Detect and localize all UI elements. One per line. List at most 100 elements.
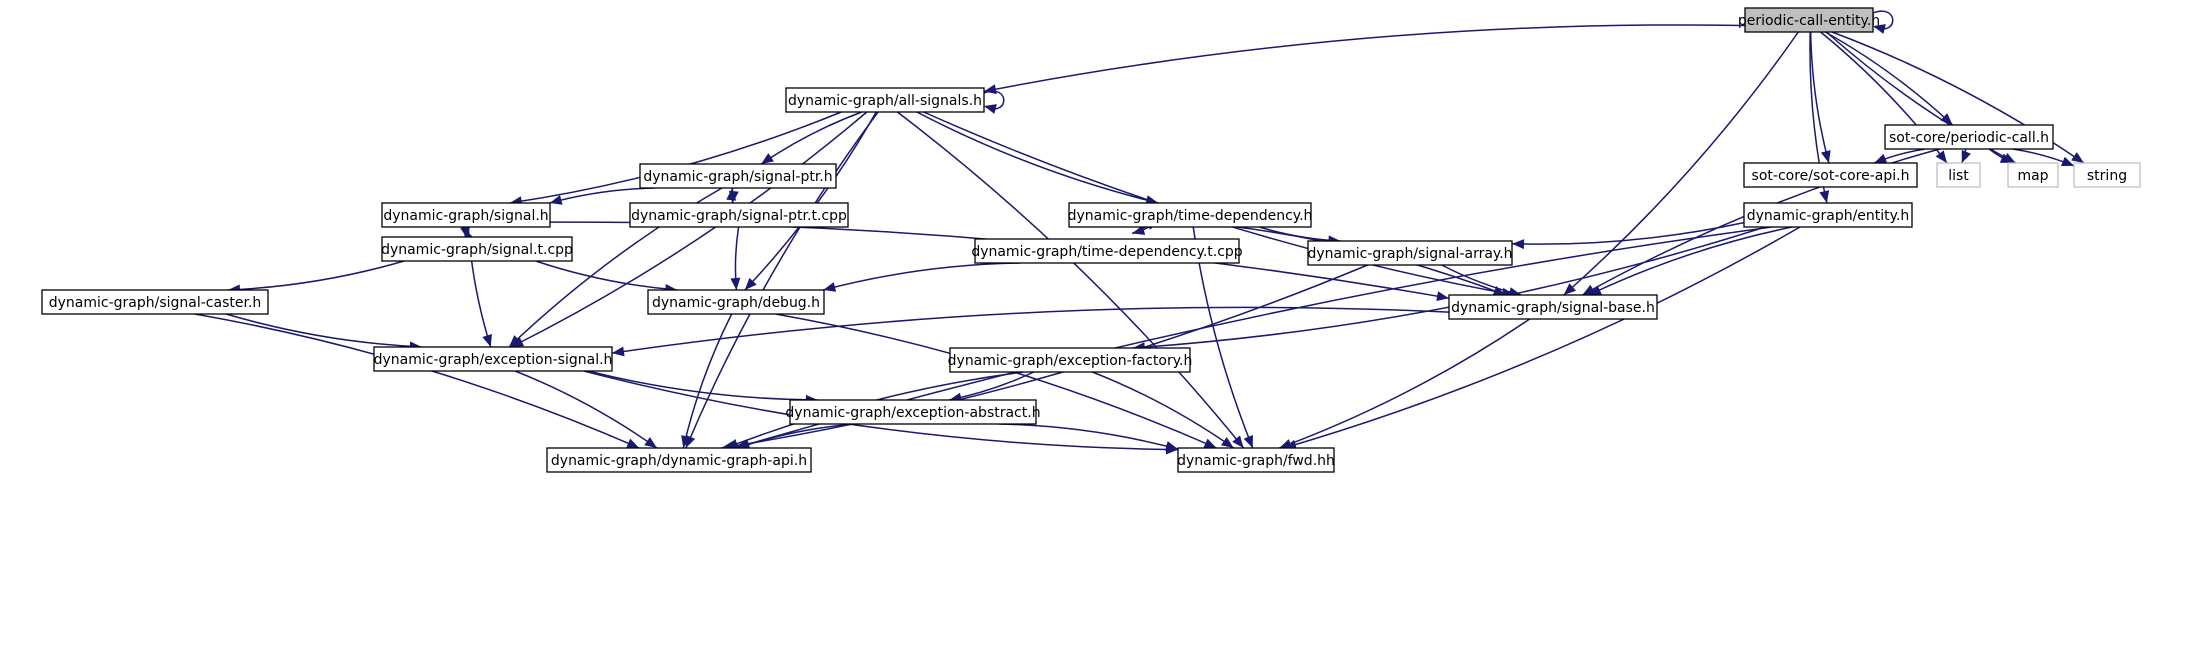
edge-debug-to-dgapi xyxy=(681,313,733,449)
node-box xyxy=(2073,162,2141,188)
node-dgapi[interactable]: dynamic-graph/dynamic-graph-api.h xyxy=(546,447,812,473)
edge-sigptrt-to-sigptr xyxy=(726,188,737,204)
node-label: dynamic-graph/exception-factory.h xyxy=(948,353,1193,369)
node-sigptr[interactable]: dynamic-graph/signal-ptr.h xyxy=(639,163,837,189)
edge-arrowhead xyxy=(549,195,563,205)
node-sigbase[interactable]: dynamic-graph/signal-base.h xyxy=(1448,294,1658,320)
node-excabs[interactable]: dynamic-graph/exception-abstract.h xyxy=(785,399,1041,425)
edge-line xyxy=(1563,31,1799,296)
edge-arrowhead xyxy=(681,435,691,448)
edge-sigcast-to-excsig xyxy=(225,313,422,352)
edge-pce-to-sigbase xyxy=(1563,31,1799,296)
edge-pce-to-sotapi xyxy=(1809,31,1831,164)
node-excfac[interactable]: dynamic-graph/exception-factory.h xyxy=(948,347,1193,373)
edge-excsig-to-excabs xyxy=(587,370,818,405)
edge-arrowhead xyxy=(1165,441,1178,451)
node-excsig[interactable]: dynamic-graph/exception-signal.h xyxy=(373,346,613,372)
node-signal[interactable]: dynamic-graph/signal.h xyxy=(381,202,551,228)
edge-arrowhead xyxy=(482,334,492,347)
edge-line xyxy=(823,262,1020,291)
edge-line xyxy=(983,24,1746,93)
edge-line xyxy=(721,264,1368,449)
edge-arrowhead xyxy=(1279,439,1293,449)
edge-arrowhead xyxy=(1232,435,1244,448)
node-label: sot-core/periodic-call.h xyxy=(1889,130,2049,146)
edge-pce-to-pce xyxy=(1872,10,1894,34)
edge-line xyxy=(1511,221,1745,245)
edge-line xyxy=(1809,31,1830,164)
node-timedep[interactable]: dynamic-graph/time-dependency.h xyxy=(1068,202,1313,228)
edge-arrowhead xyxy=(1874,153,1888,164)
node-sigarr[interactable]: dynamic-graph/signal-array.h xyxy=(1307,240,1513,266)
edge-arrowhead xyxy=(644,436,657,448)
node-label: sot-core/sot-core-api.h xyxy=(1752,168,1910,184)
edge-line xyxy=(1279,318,1531,449)
edge-socpc-to-sotapi xyxy=(1873,148,1926,164)
edge-line xyxy=(611,306,1450,354)
node-list: list xyxy=(1936,162,1981,188)
edge-arrowhead xyxy=(744,277,757,290)
node-sigptrt[interactable]: dynamic-graph/signal-ptr.t.cpp xyxy=(629,202,849,228)
edge-line xyxy=(227,260,405,291)
node-timedept[interactable]: dynamic-graph/time-dependency.t.cpp xyxy=(971,238,1243,264)
nodes-layer: periodic-call-entity.h dynamic-graph/all-… xyxy=(41,7,2141,473)
edge-arrowhead xyxy=(1935,150,1947,163)
edge-allsig-to-signal xyxy=(509,111,842,207)
node-box xyxy=(1884,124,2054,150)
node-allsig[interactable]: dynamic-graph/all-signals.h xyxy=(785,87,985,113)
edge-arrowhead xyxy=(761,153,774,164)
edge-arrowhead xyxy=(626,438,640,448)
node-sigcast[interactable]: dynamic-graph/signal-caster.h xyxy=(41,289,269,315)
edge-line xyxy=(775,313,1217,449)
edge-excabs-to-fwd xyxy=(998,423,1179,451)
edges-layer xyxy=(194,10,2085,455)
node-box xyxy=(785,87,985,113)
node-label: dynamic-graph/entity.h xyxy=(1747,208,1910,224)
node-box xyxy=(647,289,825,315)
edge-line xyxy=(549,187,655,204)
node-map: map xyxy=(2007,162,2059,188)
node-fwd[interactable]: dynamic-graph/fwd.hh xyxy=(1177,447,1335,473)
node-debug[interactable]: dynamic-graph/debug.h xyxy=(647,289,825,315)
edge-line xyxy=(225,313,422,348)
edge-arrowhead xyxy=(1819,190,1830,203)
edge-line xyxy=(510,111,868,348)
node-pce[interactable]: periodic-call-entity.h xyxy=(1738,7,1880,33)
edge-line xyxy=(685,111,879,449)
edge-arrowhead xyxy=(726,188,737,201)
node-box xyxy=(629,202,849,228)
node-box xyxy=(1177,447,1335,473)
edge-line xyxy=(682,313,733,449)
edge-pce-to-socpc xyxy=(1825,31,1954,126)
edge-arrowhead xyxy=(509,335,522,347)
edge-line xyxy=(896,111,1245,449)
node-box xyxy=(1307,240,1513,266)
node-label: dynamic-graph/signal.h xyxy=(383,208,548,224)
node-socpc[interactable]: sot-core/periodic-call.h xyxy=(1884,124,2054,150)
node-label: dynamic-graph/exception-abstract.h xyxy=(785,405,1040,421)
edge-arrowhead xyxy=(1220,437,1234,448)
edge-line xyxy=(1283,226,1801,449)
node-box xyxy=(373,346,613,372)
edge-allsig-to-debug xyxy=(744,111,877,291)
edge-socpc-to-list xyxy=(1961,148,1971,164)
edge-arrowhead xyxy=(737,439,751,449)
node-label: dynamic-graph/signal-base.h xyxy=(1451,300,1655,316)
edge-entity-to-sigarr xyxy=(1511,221,1745,250)
edge-arrowhead xyxy=(730,277,741,290)
node-box xyxy=(546,447,812,473)
node-label: periodic-call-entity.h xyxy=(1738,13,1880,29)
node-box xyxy=(974,238,1240,264)
node-label: dynamic-graph/signal-array.h xyxy=(1307,246,1512,262)
node-signalt[interactable]: dynamic-graph/signal.t.cpp xyxy=(381,236,573,262)
node-label: dynamic-graph/signal.t.cpp xyxy=(381,242,573,258)
node-entity[interactable]: dynamic-graph/entity.h xyxy=(1743,202,1913,228)
edge-line xyxy=(583,370,1179,451)
edge-debug-to-fwd xyxy=(775,313,1217,449)
edge-line xyxy=(587,370,818,401)
edge-allsig-to-allsig xyxy=(983,90,1005,114)
node-sotapi[interactable]: sot-core/sot-core-api.h xyxy=(1743,162,1918,188)
edge-line xyxy=(514,370,658,449)
edge-arrowhead xyxy=(1563,283,1577,295)
node-box xyxy=(1068,202,1312,228)
